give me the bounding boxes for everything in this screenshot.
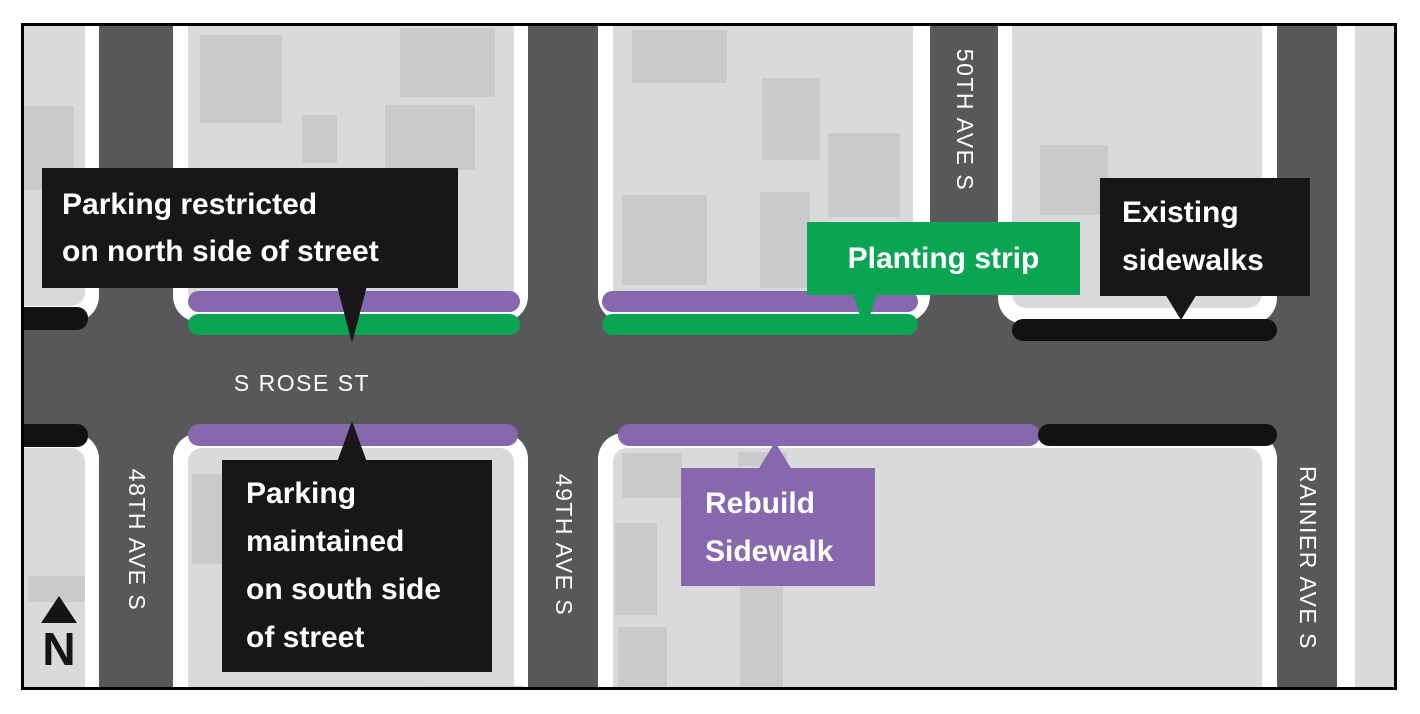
existing-sidewalk-line-north-east xyxy=(1012,319,1277,341)
callout-pointer-up-icon xyxy=(337,421,367,462)
callout-pointer-down-icon xyxy=(1165,294,1197,320)
north-arrow-icon xyxy=(41,596,77,623)
building xyxy=(622,195,707,285)
existing-sidewalk-line-south-west xyxy=(24,424,88,447)
city-block xyxy=(24,448,85,687)
map-layer: S ROSE ST 48TH AVE S 49TH AVE S 50TH AVE… xyxy=(24,26,1394,687)
building xyxy=(400,28,495,97)
callout-rebuild-sidewalk: Rebuild Sidewalk xyxy=(681,468,875,586)
building xyxy=(302,115,337,163)
building xyxy=(615,523,657,615)
city-block xyxy=(1355,26,1394,687)
existing-sidewalk-line-south-east xyxy=(1038,424,1277,446)
callout-parking-maintained: Parking maintained on south side of stre… xyxy=(222,460,492,672)
building xyxy=(622,453,682,498)
callout-parking-restricted: Parking restricted on north side of stre… xyxy=(42,168,458,288)
rebuild-sidewalk-line-north-b xyxy=(602,291,918,312)
building xyxy=(200,35,282,123)
street-label-49th: 49TH AVE S xyxy=(551,473,577,617)
north-label: N xyxy=(42,623,76,675)
planting-strip-line-north-b xyxy=(602,314,918,335)
building xyxy=(424,686,524,687)
street-label-rose: S ROSE ST xyxy=(233,370,371,396)
building xyxy=(192,474,224,564)
callout-pointer-down-icon xyxy=(853,293,877,333)
building xyxy=(632,30,727,83)
callout-planting-strip: Planting strip xyxy=(807,222,1080,295)
building xyxy=(618,627,667,687)
building xyxy=(1040,145,1108,215)
callout-existing-sidewalks: Existing sidewalks xyxy=(1100,178,1310,296)
building xyxy=(828,133,900,217)
building xyxy=(740,580,783,687)
map-frame: S ROSE ST 48TH AVE S 49TH AVE S 50TH AVE… xyxy=(21,23,1397,690)
rebuild-sidewalk-line-south-b xyxy=(618,424,1040,446)
building xyxy=(760,192,810,288)
callout-pointer-up-icon xyxy=(758,442,792,470)
building xyxy=(385,105,475,170)
callout-pointer-down-icon xyxy=(337,286,367,343)
existing-sidewalk-line-north-west xyxy=(24,307,88,330)
building xyxy=(762,78,820,160)
street-label-rainier: RAINIER AVE S xyxy=(1295,466,1321,650)
street-label-50th: 50TH AVE S xyxy=(952,48,978,192)
street-label-48th: 48TH AVE S xyxy=(124,468,150,612)
